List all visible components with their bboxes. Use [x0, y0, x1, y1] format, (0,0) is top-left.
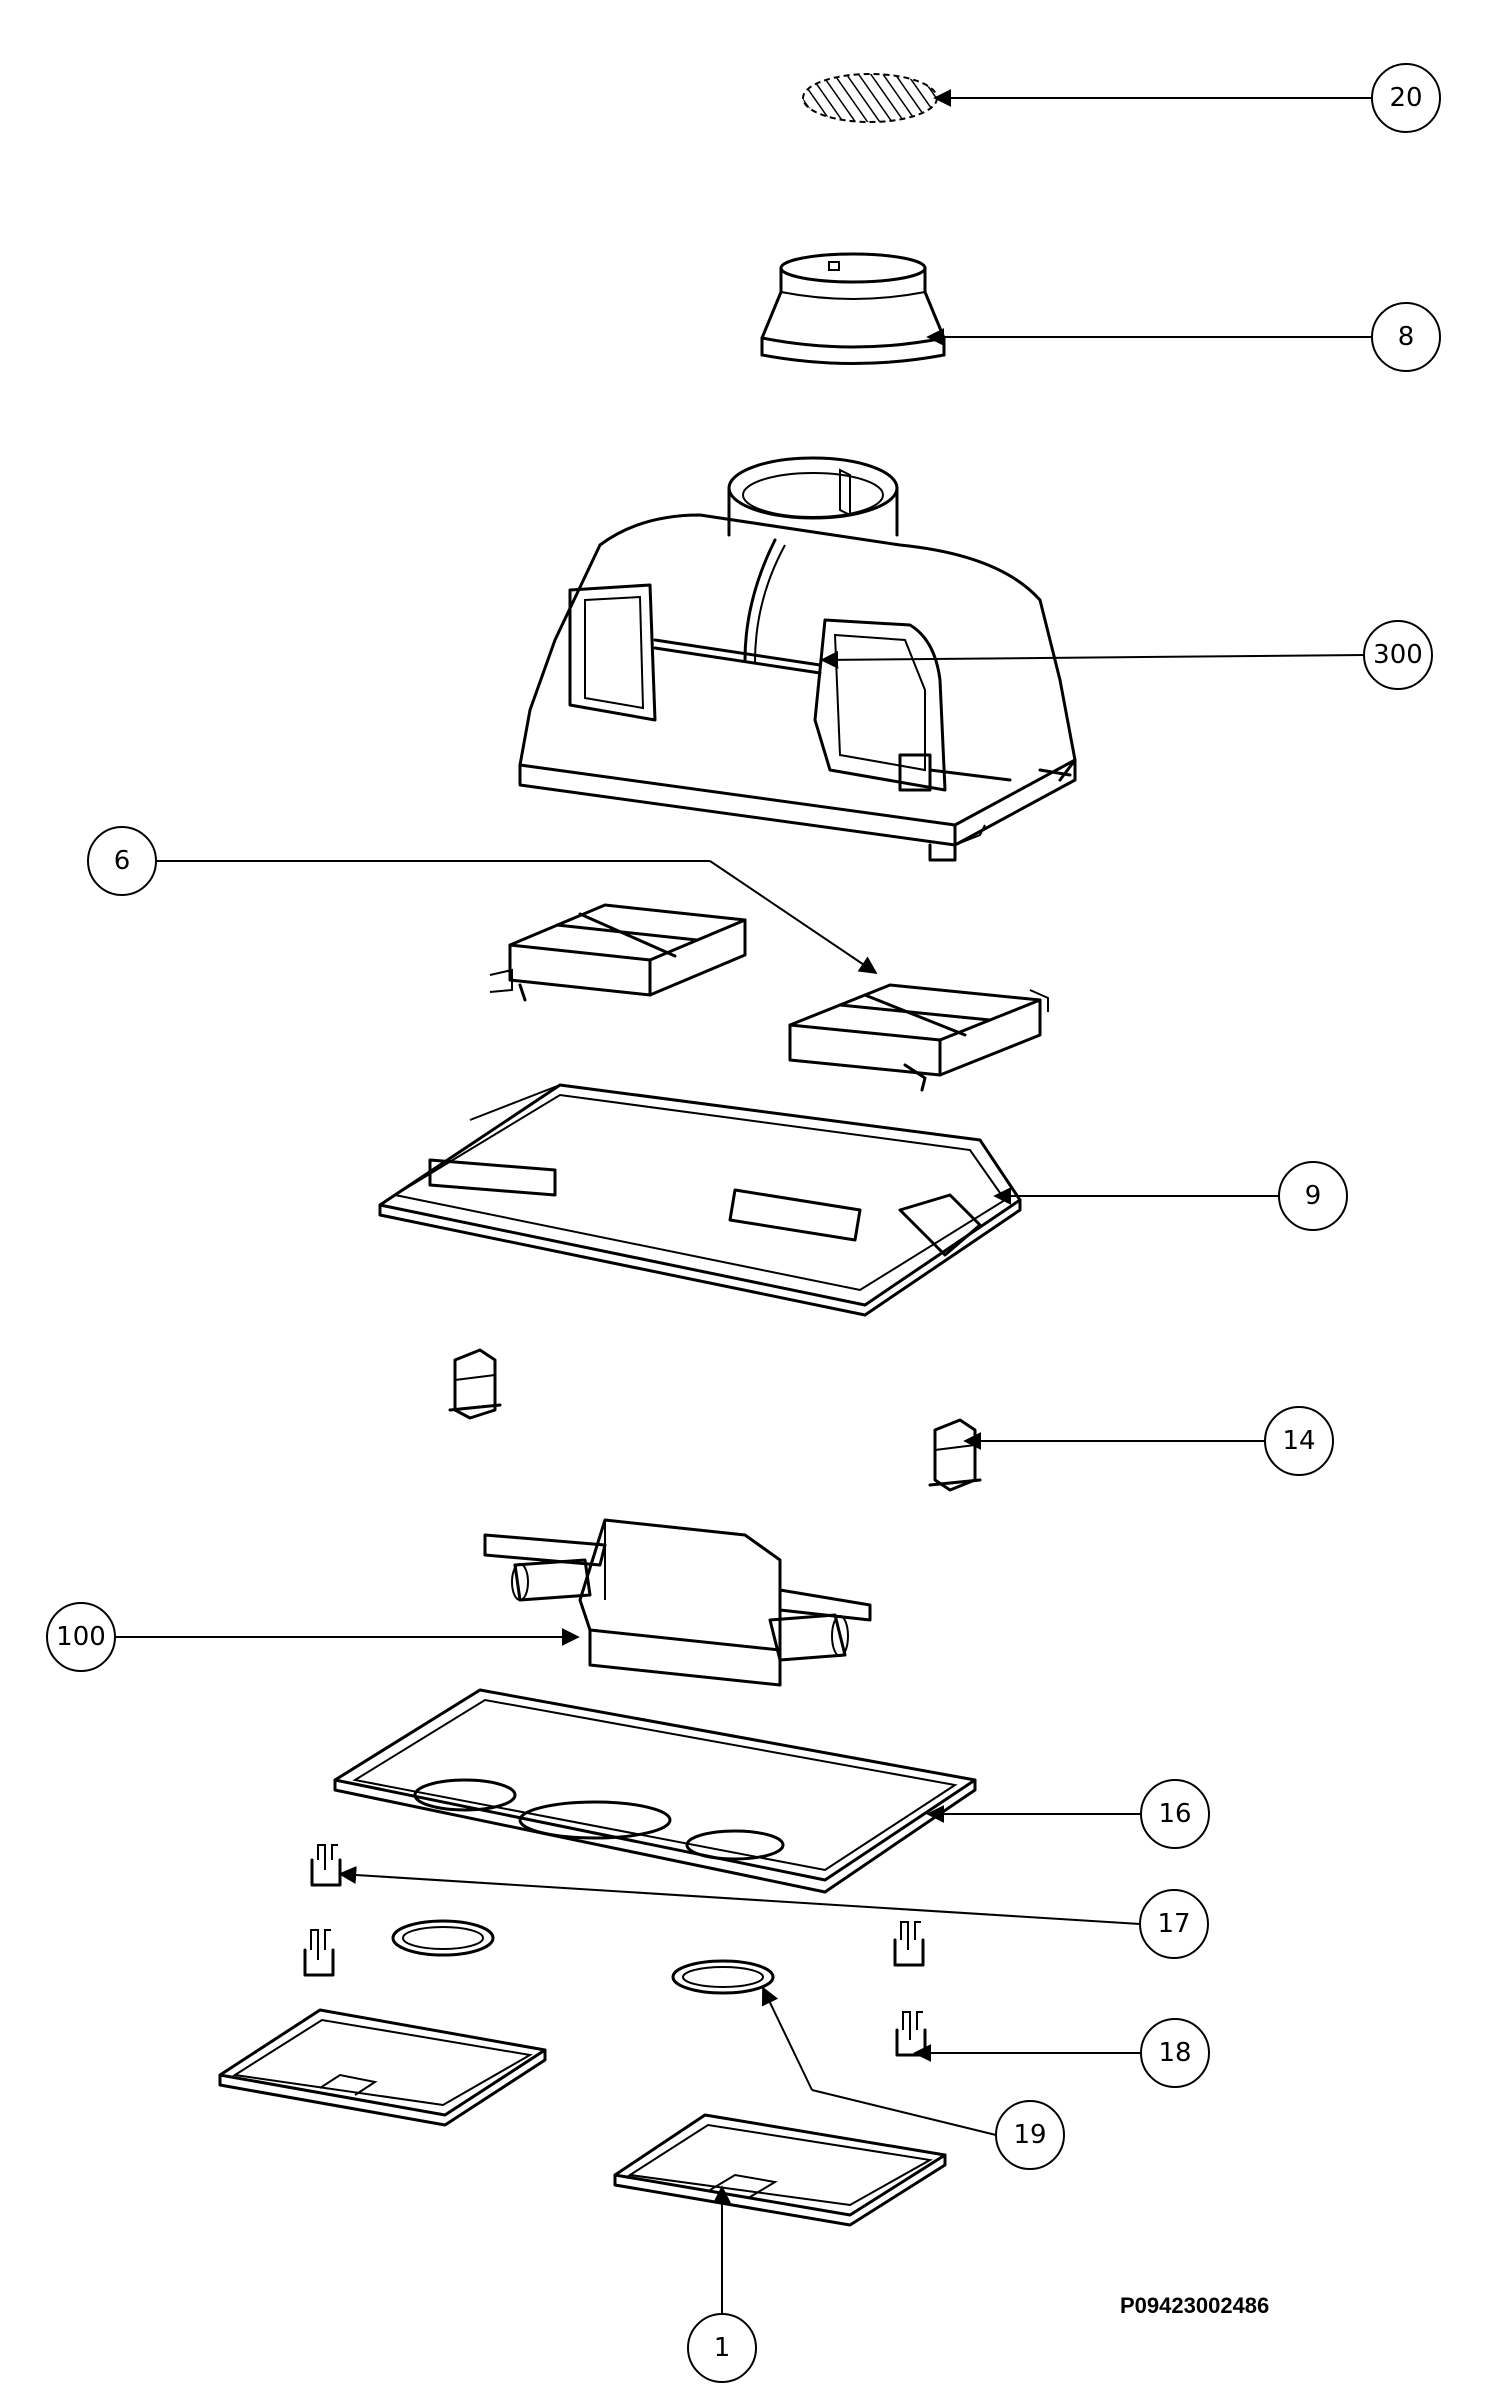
callout-19: 19: [995, 2100, 1065, 2170]
callout-label: 8: [1398, 322, 1415, 352]
callout-8: 8: [1371, 302, 1441, 372]
part-8-duct-adapter: [760, 252, 946, 365]
callout-18: 18: [1140, 2018, 1210, 2088]
callout-label: 14: [1282, 1426, 1315, 1456]
callout-label: 17: [1157, 1909, 1190, 1939]
callout-300: 300: [1363, 620, 1433, 690]
part-300-hood-body: [518, 456, 1077, 862]
callout-label: 16: [1158, 1799, 1191, 1829]
part-18-bracket-2: [895, 2011, 927, 2057]
part-19-ring-right: [671, 1959, 775, 1995]
callout-label: 300: [1373, 640, 1423, 670]
callout-9: 9: [1278, 1161, 1348, 1231]
part-19-ring-left: [391, 1919, 495, 1957]
callout-1: 1: [687, 2313, 757, 2383]
part-100-control-module: [483, 1518, 872, 1687]
part-9-frame: [378, 1083, 1022, 1317]
callout-label: 6: [114, 846, 131, 876]
part-14-clip-right: [928, 1418, 982, 1492]
part-16-bottom-panel: [333, 1688, 977, 1894]
callout-20: 20: [1371, 63, 1441, 133]
leader-lines: [115, 89, 1374, 2314]
callout-label: 1: [714, 2333, 731, 2363]
part-17-bracket: [310, 1844, 342, 1887]
callout-label: 20: [1389, 83, 1422, 113]
callout-100: 100: [46, 1602, 116, 1672]
part-1-grease-filter-right: [613, 2113, 947, 2227]
callout-label: 9: [1305, 1181, 1322, 1211]
callout-label: 18: [1158, 2038, 1191, 2068]
callout-14: 14: [1264, 1406, 1334, 1476]
part-14-clip-left: [448, 1348, 502, 1420]
drawing-code: P09423002486: [1120, 2293, 1269, 2318]
part-17-bracket-2: [303, 1929, 335, 1977]
callout-label: 19: [1013, 2120, 1046, 2150]
part-20-filter-disc: [802, 73, 938, 123]
part-6-carbon-filter-right: [788, 983, 1049, 1092]
callout-17: 17: [1139, 1889, 1209, 1959]
callout-16: 16: [1140, 1779, 1210, 1849]
callout-6: 6: [87, 826, 157, 896]
part-1-grease-filter-left: [218, 2008, 547, 2127]
callout-label: 100: [56, 1622, 106, 1652]
part-18-bracket: [893, 1921, 925, 1967]
part-6-carbon-filter-left: [489, 903, 747, 1002]
